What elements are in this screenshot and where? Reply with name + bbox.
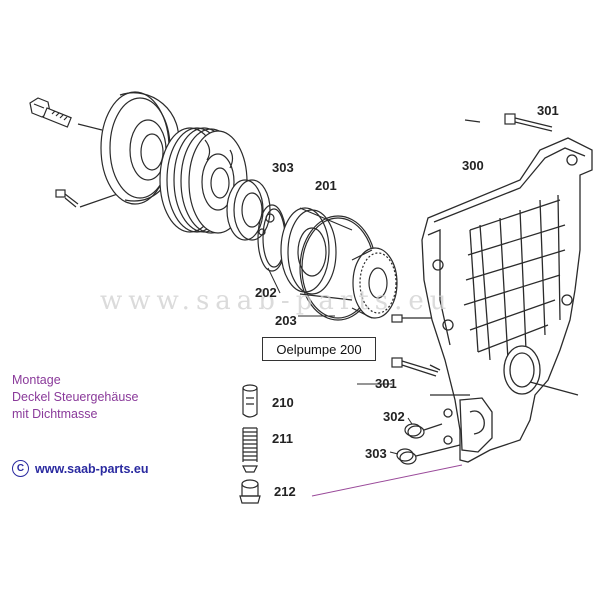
callout-202: 202 [255, 285, 277, 300]
plug-303 [396, 444, 461, 465]
leader-303-bot [389, 451, 399, 455]
leader-302 [407, 417, 413, 425]
oelpumpe-label: Oelpumpe 200 [262, 337, 376, 361]
callout-211: 211 [272, 431, 293, 446]
callout-301-mid: 301 [375, 376, 397, 391]
site-link[interactable]: www.saab-parts.eu [35, 461, 149, 476]
leader-202 [267, 267, 281, 294]
bolt-301-top [464, 113, 553, 132]
callout-301-top: 301 [537, 103, 559, 118]
copyright-icon: C [12, 460, 29, 477]
callout-201: 201 [315, 178, 337, 193]
bolt-top-left [29, 97, 72, 128]
callout-300: 300 [462, 158, 484, 173]
callout-303-bottom: 303 [365, 446, 387, 461]
inner-gear [351, 247, 398, 319]
bolt-301-mid [391, 357, 439, 377]
timing-cover-300 [421, 137, 593, 463]
leader-bolt-top-left [77, 123, 103, 131]
watermark: www.saab-parts.eu [100, 286, 453, 316]
callout-303-top: 303 [272, 160, 294, 175]
crank-gear [226, 179, 275, 241]
plug-302 [404, 423, 443, 439]
callout-212: 212 [274, 484, 296, 499]
note-line-3: mit Dichtmasse [12, 407, 98, 421]
spring-211 [242, 427, 258, 473]
plunger-210 [242, 384, 258, 418]
callout-302: 302 [383, 409, 405, 424]
plug-screw-212 [239, 479, 261, 504]
callout-203: 203 [275, 313, 297, 328]
note-line-2: Deckel Steuergehäuse [12, 390, 139, 404]
copyright-line: C www.saab-parts.eu [12, 460, 148, 477]
screw-small-left [55, 189, 79, 208]
leader-212 [311, 464, 463, 497]
dowel-pin [391, 314, 403, 323]
oil-pump-rotor [280, 207, 353, 301]
callout-210: 210 [272, 395, 294, 410]
note-line-1: Montage [12, 373, 61, 387]
